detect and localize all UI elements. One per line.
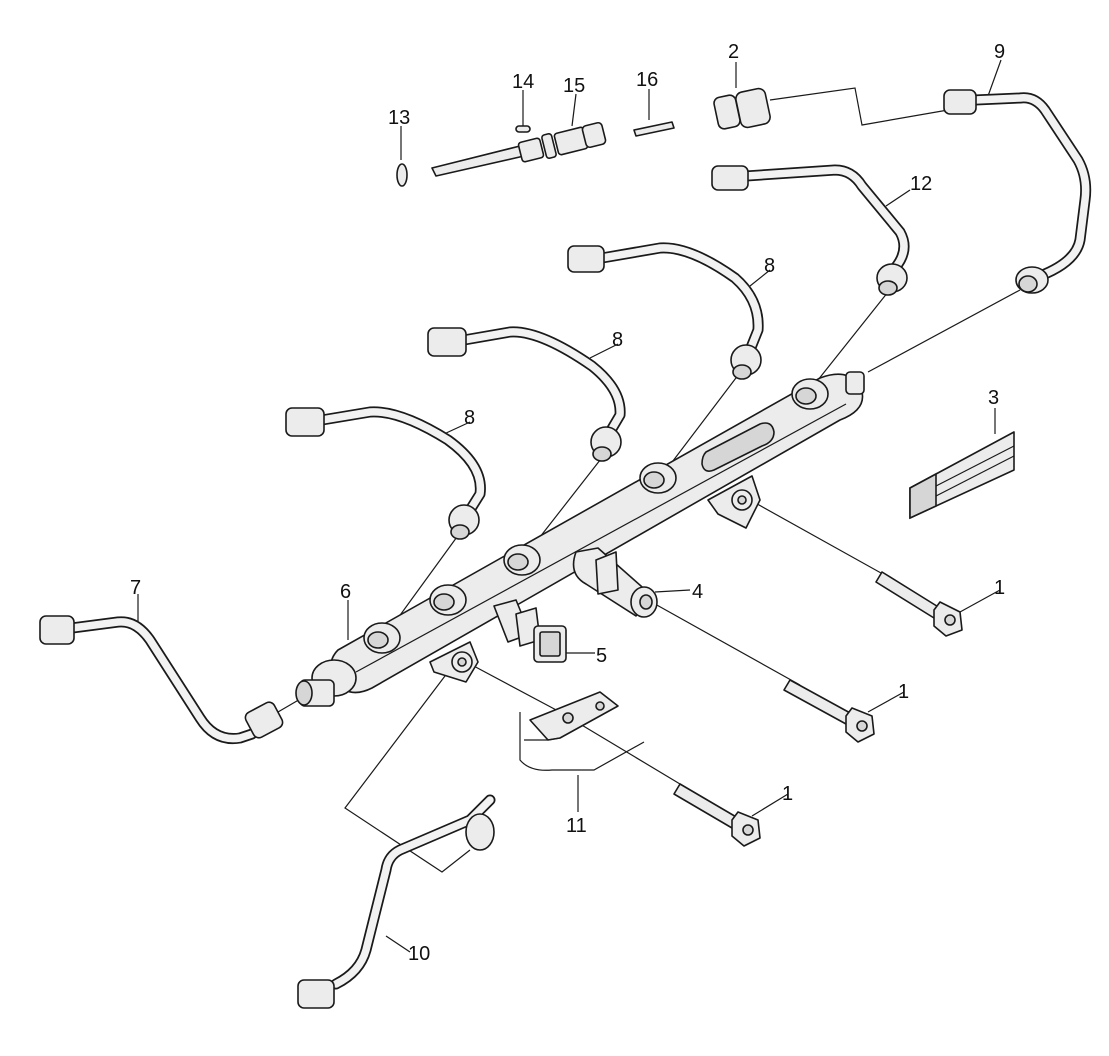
bolt-1-lower <box>673 783 761 847</box>
callout-10: 10 <box>408 943 430 965</box>
callout-1-middle: 1 <box>898 681 909 703</box>
fuel-pipe-8-middle <box>427 326 626 462</box>
callout-12: 12 <box>910 173 932 195</box>
callout-labels: 1 1 1 2 3 4 5 6 7 8 8 8 9 10 11 12 13 14… <box>130 41 1005 965</box>
callout-13: 13 <box>388 107 410 129</box>
callout-6: 6 <box>340 581 351 603</box>
callout-4: 4 <box>692 581 703 603</box>
pressure-sensor-5 <box>493 599 567 663</box>
pressure-valve-4 <box>572 547 658 618</box>
bracket-11 <box>519 691 645 771</box>
callout-15: 15 <box>563 75 585 97</box>
callout-16: 16 <box>636 69 658 91</box>
callout-8-upper: 8 <box>764 255 775 277</box>
callout-8-lower: 8 <box>464 407 475 429</box>
callout-3: 3 <box>988 387 999 409</box>
bolt-1-upper <box>875 571 963 637</box>
callout-1-upper: 1 <box>994 577 1005 599</box>
callout-11: 11 <box>566 815 587 837</box>
callout-8-middle: 8 <box>612 329 623 351</box>
fuel-pipe-8-upper <box>567 242 764 380</box>
callout-1-lower: 1 <box>782 783 793 805</box>
bolt-1-middle <box>783 679 875 743</box>
fuel-pipe-12 <box>711 164 910 296</box>
injector-assembly <box>396 87 771 187</box>
callout-5: 5 <box>596 645 607 667</box>
callout-7: 7 <box>130 577 141 599</box>
label-plate-3 <box>909 431 1015 520</box>
callout-9: 9 <box>994 41 1005 63</box>
fuel-rail-6 <box>295 371 865 707</box>
fuel-pipe-7 <box>39 615 284 745</box>
callout-14: 14 <box>512 71 534 93</box>
fuel-pipe-9 <box>943 89 1092 294</box>
fuel-pipe-8-lower <box>285 406 486 540</box>
fuel-pipe-10 <box>297 794 496 1009</box>
callout-2: 2 <box>728 41 739 63</box>
